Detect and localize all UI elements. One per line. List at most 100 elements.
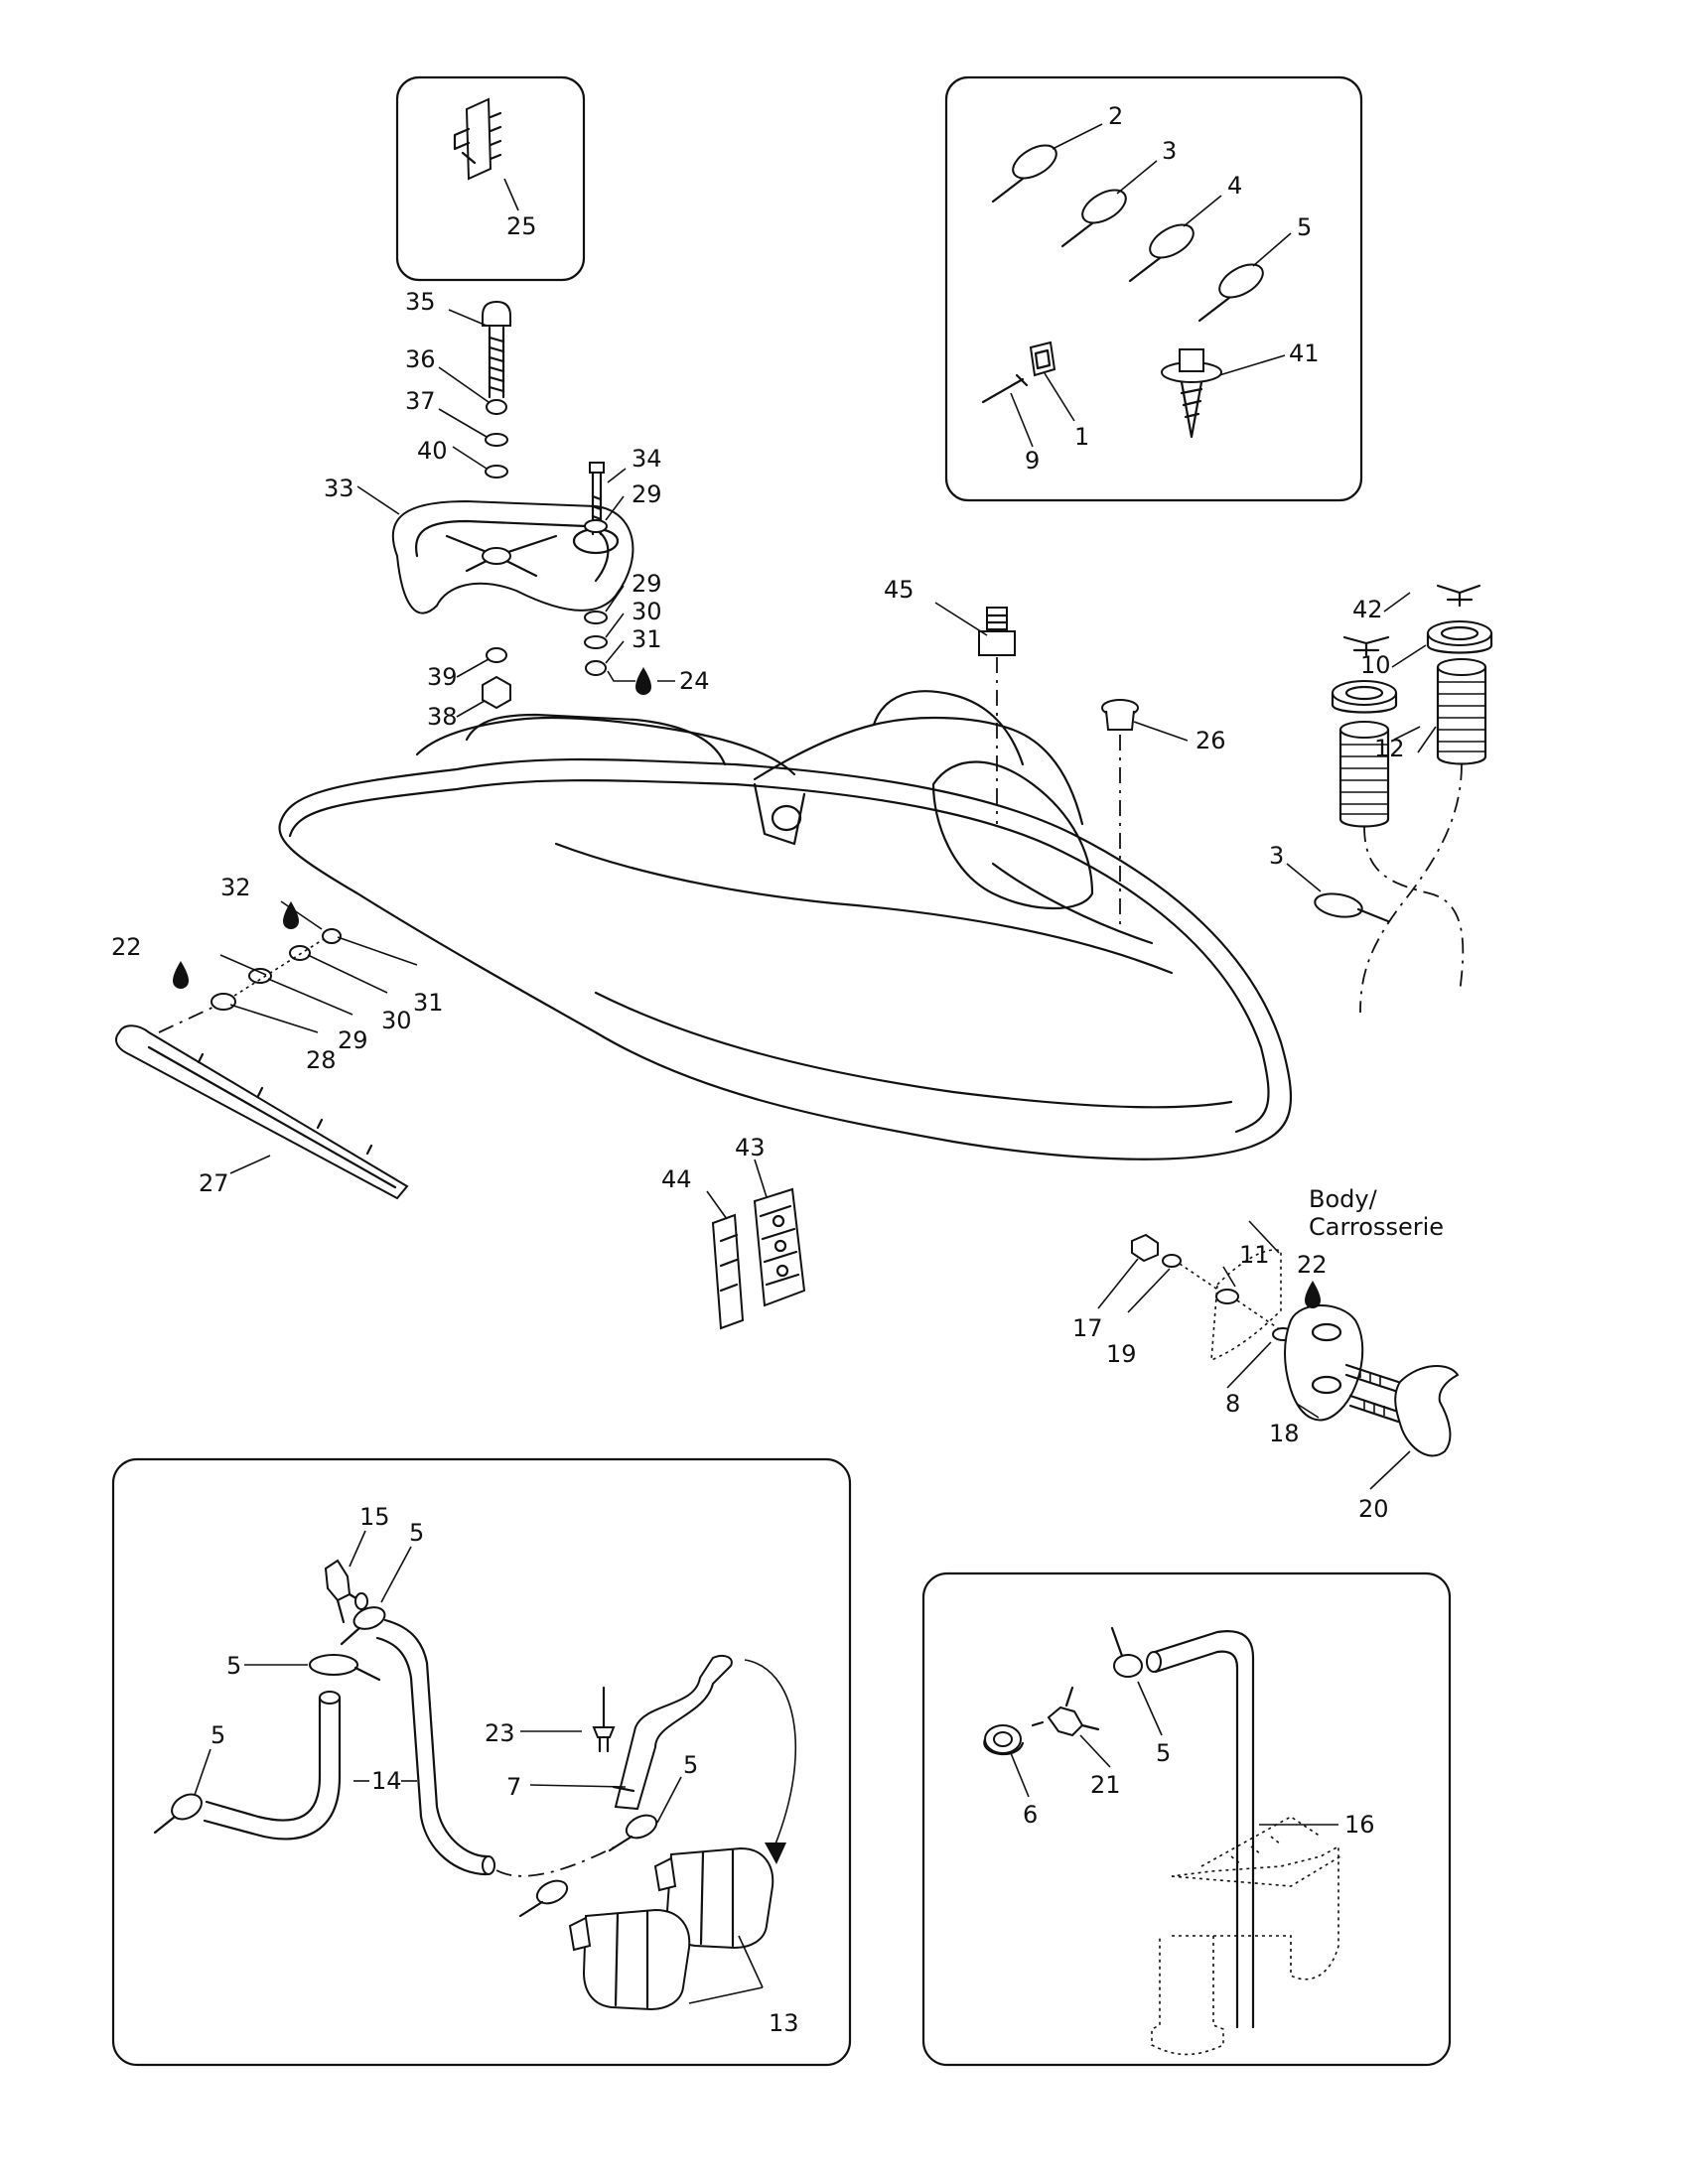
watercraft-hull <box>278 690 1293 1160</box>
cable-tie-2 <box>991 144 1057 204</box>
callout-29-b: 29 <box>632 570 662 598</box>
callout-labels: 2 3 4 5 41 1 9 25 35 36 37 40 33 34 29 2… <box>111 102 1444 2037</box>
lubricant-icon-22-rail <box>173 961 189 989</box>
lubricant-icon-32 <box>283 901 299 929</box>
body-note-line2: Carrosserie <box>1309 1213 1444 1241</box>
washer-19 <box>1162 1254 1182 1268</box>
vent-tube-16 <box>1146 1630 1255 2029</box>
grommet-6 <box>983 1724 1025 1756</box>
callout-10: 10 <box>1360 651 1391 679</box>
callout-17: 17 <box>1072 1314 1103 1342</box>
cable-tie-3 <box>1060 189 1127 248</box>
hose-clamp-5-d <box>608 1814 658 1852</box>
washer-30-top <box>584 635 608 649</box>
callout-12: 12 <box>1374 735 1405 762</box>
bolts-hook <box>1344 1363 1400 1424</box>
callout-22-a: 22 <box>111 933 142 961</box>
callout-15: 15 <box>359 1503 390 1531</box>
callout-5-b: 5 <box>409 1519 424 1547</box>
lubricant-icon-24 <box>635 667 651 695</box>
washer-11 <box>1215 1289 1239 1304</box>
callout-37: 37 <box>405 387 436 415</box>
detail-panel-fasteners <box>944 75 1363 502</box>
connector-43 <box>753 1187 806 1307</box>
callout-26: 26 <box>1196 727 1226 754</box>
callout-5-d: 5 <box>211 1721 225 1749</box>
callout-29-c: 29 <box>338 1026 368 1054</box>
clip-nut-1 <box>1029 341 1056 377</box>
callout-22-b: 22 <box>1297 1251 1328 1279</box>
cable-tie-4 <box>1128 223 1195 283</box>
callout-44: 44 <box>661 1165 692 1193</box>
callout-20: 20 <box>1358 1495 1389 1523</box>
callout-34: 34 <box>632 445 662 473</box>
callout-29-a: 29 <box>632 480 662 508</box>
callout-32: 32 <box>220 874 251 901</box>
callout-43: 43 <box>735 1134 766 1161</box>
callout-5-f: 5 <box>1156 1739 1171 1767</box>
oil-tank-13-lower <box>568 1908 691 2011</box>
callout-30-b: 30 <box>381 1007 412 1034</box>
hose-clamp-5-c <box>153 1793 203 1835</box>
callout-38: 38 <box>427 703 458 731</box>
callout-16: 16 <box>1344 1811 1375 1839</box>
screw-41 <box>1161 348 1222 439</box>
callout-5-e: 5 <box>683 1751 698 1779</box>
nut-17 <box>1131 1233 1159 1263</box>
battery <box>1151 1816 1341 2056</box>
cable-tie-5 <box>1197 263 1264 323</box>
push-rivet-9 <box>981 373 1029 404</box>
hose-clamp-5-f <box>1110 1626 1143 1678</box>
callout-41: 41 <box>1289 340 1320 367</box>
hose-14 <box>203 1618 495 1876</box>
callout-39: 39 <box>427 663 458 691</box>
square-nut-38 <box>482 675 511 710</box>
oil-tank-13-upper <box>653 1846 774 1950</box>
washer-37 <box>485 433 508 447</box>
callout-13: 13 <box>769 2009 799 2037</box>
callout-3: 3 <box>1162 137 1177 165</box>
grommet-26 <box>1101 699 1139 731</box>
callout-40: 40 <box>417 437 448 465</box>
callout-23: 23 <box>485 1719 515 1747</box>
callout-3-b: 3 <box>1269 842 1284 870</box>
body-section <box>1210 1249 1282 1362</box>
detail-panel-25 <box>395 75 586 282</box>
callout-19: 19 <box>1106 1340 1137 1368</box>
washer-40 <box>485 465 508 478</box>
callout-31-a: 31 <box>632 625 662 653</box>
nut-39 <box>486 647 507 663</box>
hose-clamp-5-b <box>309 1654 381 1682</box>
callout-11: 11 <box>1239 1241 1270 1269</box>
rub-rail-27 <box>115 1024 409 1200</box>
callout-21: 21 <box>1090 1771 1121 1799</box>
callout-45: 45 <box>884 576 914 604</box>
bolt-35 <box>482 300 511 399</box>
detail-panel-battery-vent <box>921 1571 1452 2067</box>
callout-31-b: 31 <box>413 989 444 1017</box>
washer-28 <box>211 993 236 1011</box>
detail-panel-oil-tank-hoses <box>111 1457 852 2067</box>
washer-29-top <box>584 519 608 533</box>
callout-18: 18 <box>1269 1420 1300 1447</box>
rivet-23 <box>592 1686 616 1753</box>
bracket-7 <box>612 1655 733 1811</box>
callout-27: 27 <box>199 1169 229 1197</box>
callout-24: 24 <box>679 667 710 695</box>
vent-cap-42-right <box>1436 584 1481 608</box>
nut-31-rail <box>322 928 342 944</box>
vent-grommet-10-right <box>1426 620 1493 654</box>
vent-grommet-10-left <box>1331 680 1398 714</box>
nut-36 <box>486 399 507 415</box>
nut-31-top <box>585 660 607 676</box>
callout-42: 42 <box>1352 596 1383 623</box>
callout-4: 4 <box>1227 172 1242 200</box>
callout-6: 6 <box>1023 1801 1038 1829</box>
lubricant-icon-22-hook <box>1305 1281 1321 1308</box>
washer-29-rail <box>248 968 272 984</box>
hose-clamp-5-a <box>340 1606 386 1646</box>
callout-25: 25 <box>506 212 537 240</box>
callout-28: 28 <box>306 1046 337 1074</box>
cable-tie-3b <box>1314 892 1390 923</box>
